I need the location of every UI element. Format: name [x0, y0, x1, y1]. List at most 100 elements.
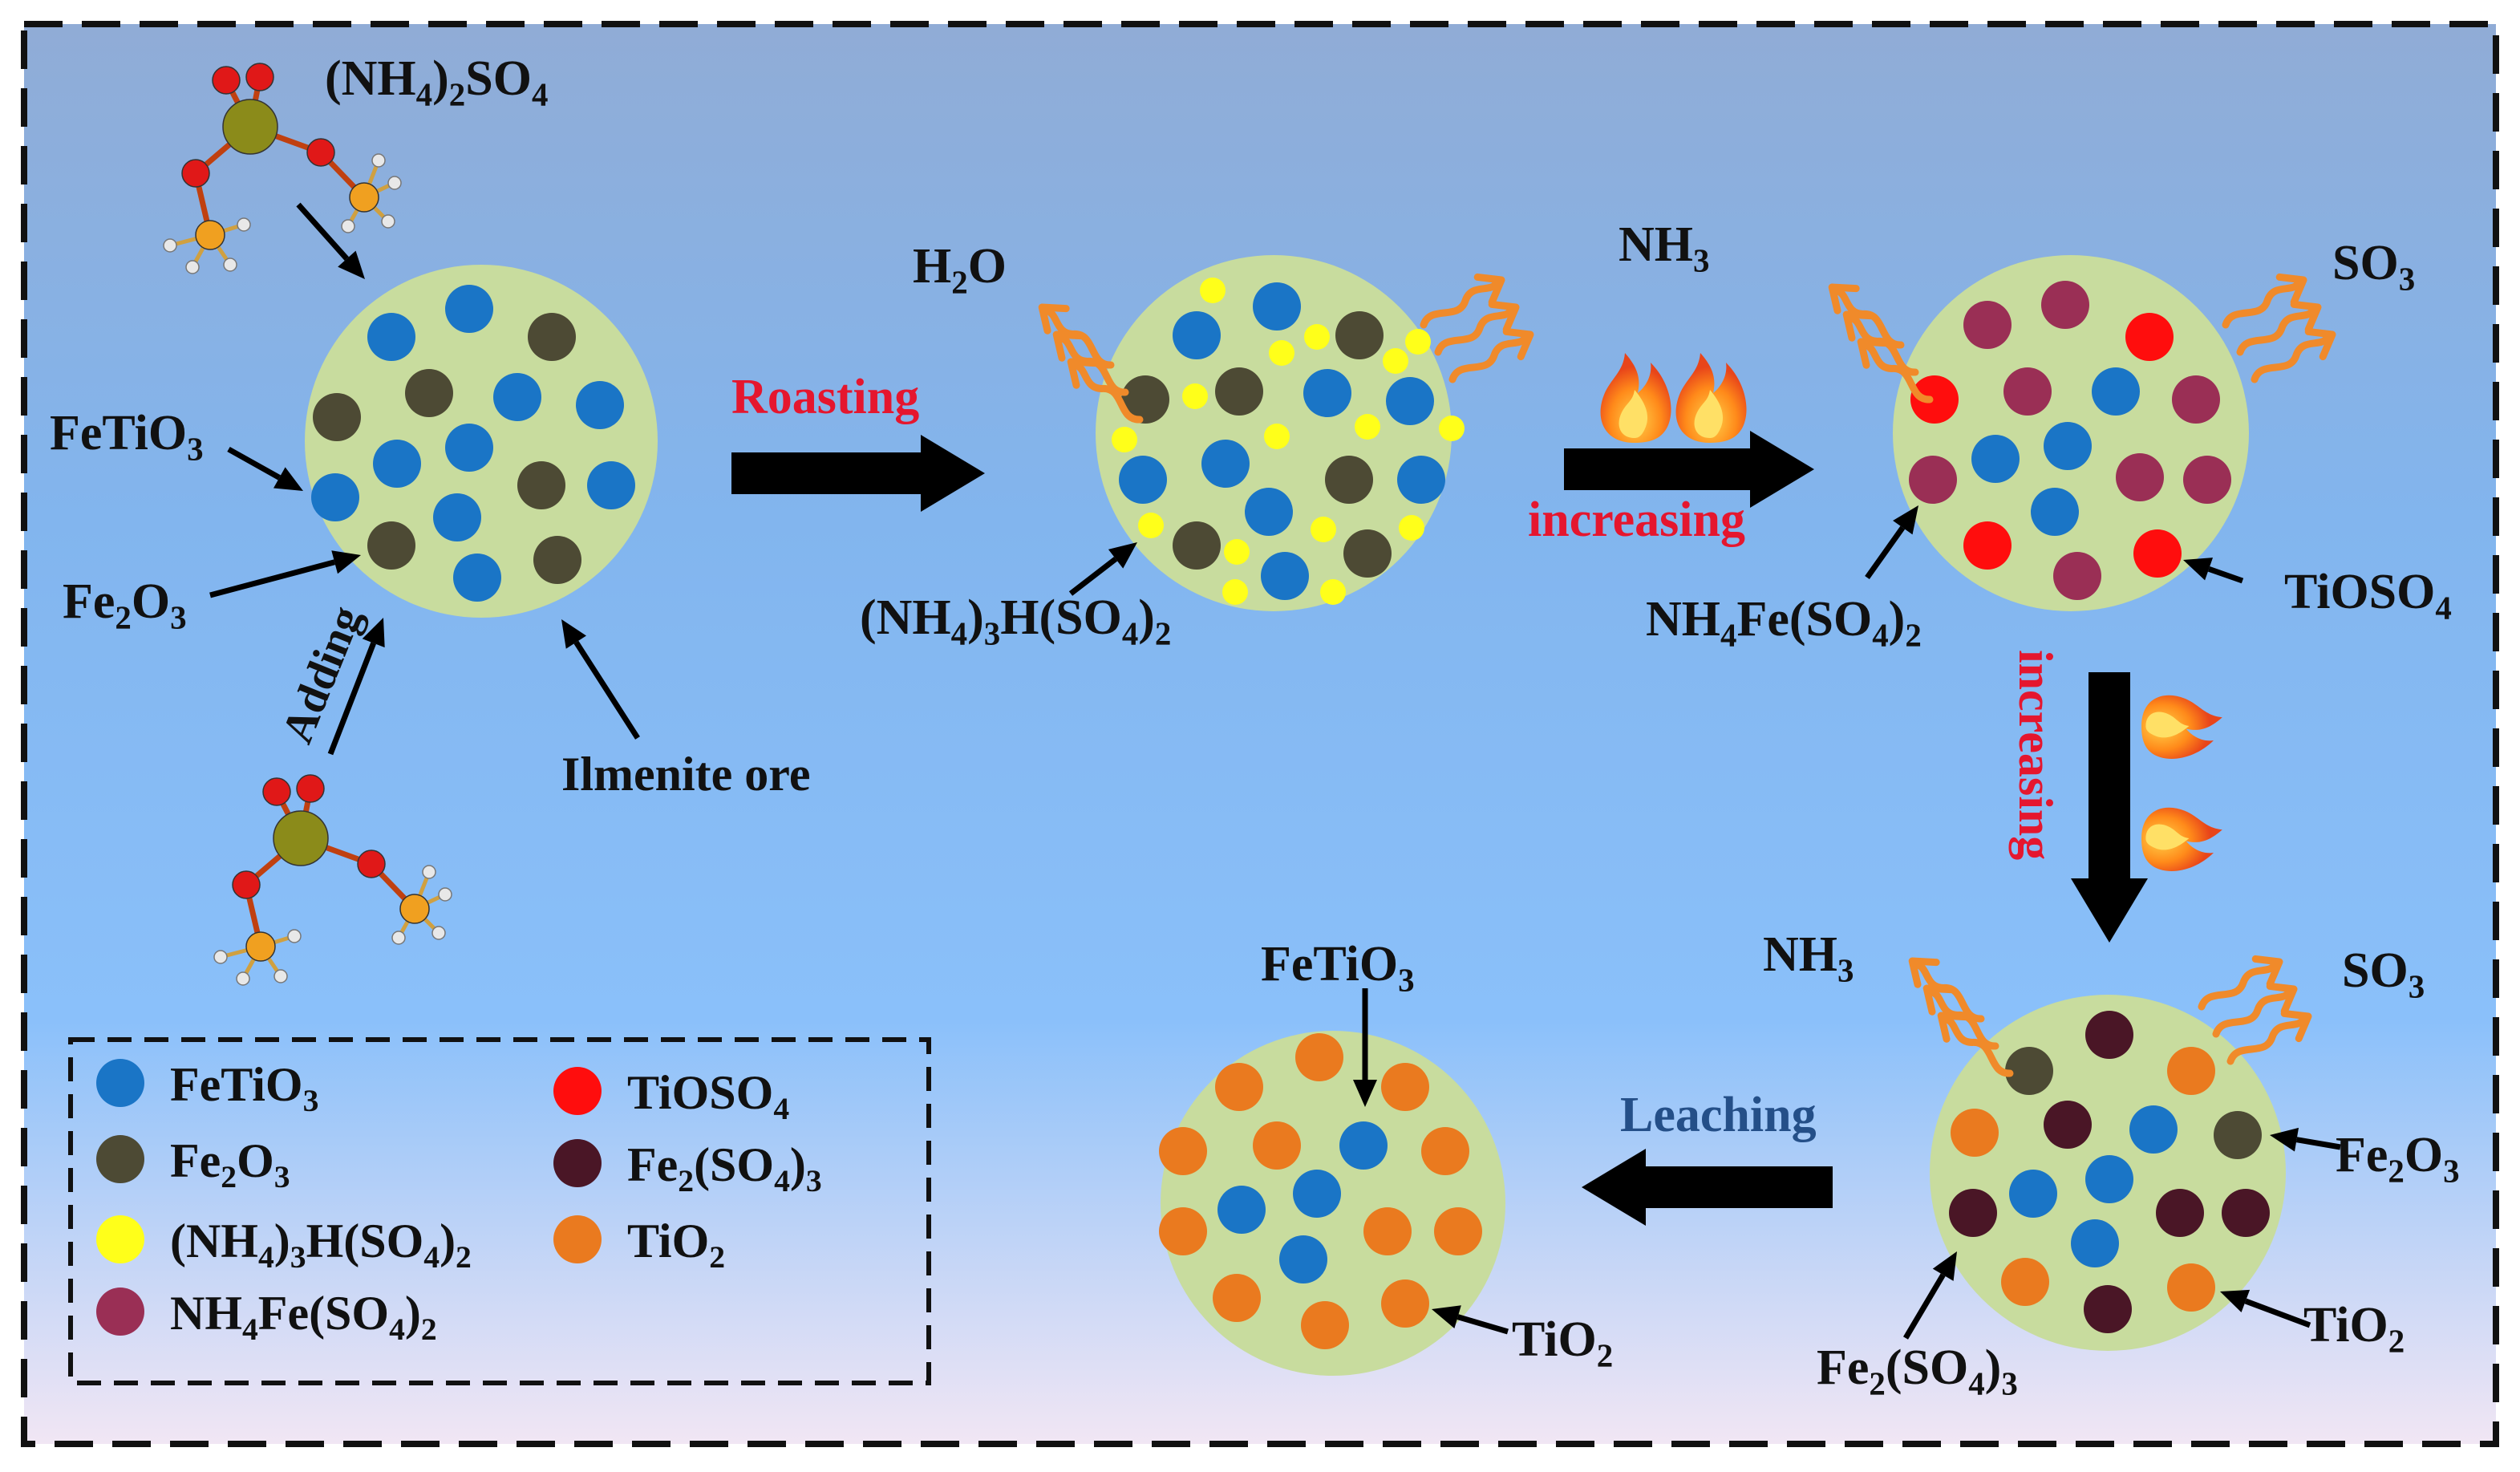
dot-nh4_3h_so4_2 [1138, 513, 1164, 538]
label-nh3-bottom: NH3 [1763, 927, 1854, 989]
dot-fetio3 [2085, 1155, 2133, 1203]
label-fe2-so4-3-bottom: Fe2(SO4)3 [1817, 1340, 2018, 1402]
dot-fetio3 [445, 424, 493, 472]
legend-swatch [553, 1139, 602, 1187]
pointer-fetio3-left [227, 446, 303, 491]
dot-fe2o3 [367, 521, 415, 570]
legend-box [68, 1037, 931, 1385]
gas-h2o [1038, 303, 1144, 424]
label-fetio3-product: FeTiO3 [1261, 937, 1415, 999]
dot-fetio3 [2031, 488, 2079, 536]
gas-so3-bottom [2198, 955, 2312, 1065]
pointer-nh4fe [1865, 505, 1918, 580]
label-increasing-h: increasing [1528, 493, 1745, 547]
dot-tio2 [1159, 1207, 1207, 1255]
roasting-arrow [731, 435, 985, 512]
leaching-arrow [1582, 1149, 1833, 1226]
dot-fetio3 [433, 493, 481, 541]
dot-fetio3 [1245, 488, 1293, 536]
label-nh4-2so4: (NH4)2SO4 [325, 51, 548, 113]
dot-fe2_so4_3 [2222, 1189, 2270, 1237]
legend-item: Fe2O3 [96, 1134, 290, 1194]
label-fe2o3-right: Fe2O3 [2336, 1128, 2460, 1190]
label-roasting: Roasting [731, 370, 919, 424]
dot-fetio3 [373, 440, 421, 488]
dot-fe2_so4_3 [2156, 1189, 2204, 1237]
label-increasing-v: increasing [2009, 650, 2062, 860]
dot-tioso4 [1910, 375, 1959, 424]
dot-fetio3 [1293, 1170, 1341, 1218]
dot-nh4fe_so4_2 [1909, 456, 1957, 504]
legend-label: (NH4)3H(SO4)2 [170, 1215, 472, 1275]
dot-tio2 [1363, 1207, 1412, 1255]
dot-fe2o3 [2005, 1047, 2053, 1095]
legend-swatch [96, 1135, 144, 1183]
dot-fetio3 [587, 461, 635, 509]
dot-nh4fe_so4_2 [2041, 281, 2089, 329]
dot-tio2 [1951, 1109, 1999, 1157]
heating-arrow-vertical [2071, 672, 2148, 943]
dot-nh4fe_so4_2 [2183, 456, 2231, 504]
pointer-adding [327, 618, 385, 756]
dot-fe2o3 [313, 393, 361, 441]
dot-fetio3 [1201, 440, 1250, 488]
dot-nh4_3h_so4_2 [1439, 416, 1465, 441]
dot-fetio3 [1173, 311, 1221, 359]
dot-fetio3 [1217, 1186, 1266, 1234]
leached-particle [1159, 1031, 1505, 1376]
legend-label: FeTiO3 [170, 1058, 318, 1118]
dot-nh4_3h_so4_2 [1200, 278, 1226, 303]
legend-label: TiO2 [627, 1215, 725, 1275]
label-so3-top: SO3 [2332, 236, 2415, 298]
dot-tio2 [1381, 1279, 1429, 1328]
legend-label: Fe2O3 [170, 1134, 290, 1194]
dot-fetio3 [1261, 552, 1309, 600]
dot-tio2 [1213, 1274, 1261, 1322]
dot-tioso4 [1963, 521, 2012, 570]
dot-fetio3 [2044, 422, 2092, 470]
roasted-particle-1 [1096, 255, 1465, 611]
dot-fe2o3 [1325, 456, 1373, 504]
legend-item: FeTiO3 [96, 1058, 318, 1118]
pointer-fe2-so4-3 [1902, 1251, 1957, 1340]
pointer-tioso4 [2183, 558, 2244, 584]
dot-tio2 [1295, 1033, 1343, 1081]
label-fetio3-left: FeTiO3 [50, 406, 204, 468]
dot-nh4fe_so4_2 [2053, 552, 2101, 600]
label-tio2-right: TiO2 [2303, 1298, 2405, 1360]
dot-nh4_3h_so4_2 [1355, 414, 1380, 440]
dot-nh4_3h_so4_2 [1405, 329, 1431, 355]
dot-tioso4 [2133, 529, 2182, 578]
molecule-nh4-2so4-bottom [213, 774, 452, 986]
label-h2o: H2O [913, 239, 1007, 301]
gas-nh3-top [1828, 283, 1934, 403]
dot-nh4_3h_so4_2 [1311, 517, 1336, 542]
dot-tio2 [1421, 1127, 1469, 1175]
dot-fetio3 [576, 381, 624, 429]
dot-nh4_3h_so4_2 [1320, 579, 1346, 605]
gas-release-right-1 [1420, 273, 1534, 383]
dot-nh4_3h_so4_2 [1222, 579, 1248, 605]
dot-tio2 [1159, 1127, 1207, 1175]
dot-fetio3 [2009, 1170, 2057, 1218]
label-nh4fe-so4-2: NH4Fe(SO4)2 [1646, 592, 1922, 654]
dot-fe2_so4_3 [1949, 1189, 1997, 1237]
dot-tio2 [2167, 1047, 2215, 1095]
ilmenite-particle [305, 265, 658, 618]
dot-fe2_so4_3 [2084, 1285, 2132, 1333]
flame-2 [1675, 353, 1747, 443]
gas-nh3-bottom [1908, 957, 2014, 1077]
label-nh4-3h-so4-2: (NH4)3H(SO4)2 [860, 590, 1171, 652]
dot-fe2o3 [1173, 521, 1221, 570]
label-fe2o3-left: Fe2O3 [63, 574, 187, 636]
label-tioso4: TiOSO4 [2284, 565, 2452, 627]
dot-fe2o3 [2214, 1111, 2262, 1159]
dot-fetio3 [367, 313, 415, 361]
label-leaching: Leaching [1620, 1088, 1817, 1142]
dot-fetio3 [1303, 369, 1351, 417]
legend-label: TiOSO4 [627, 1066, 789, 1126]
legend-label: NH4Fe(SO4)2 [170, 1287, 437, 1347]
pointer-ilmenite-ore [561, 619, 640, 740]
dot-fe2o3 [405, 369, 453, 417]
